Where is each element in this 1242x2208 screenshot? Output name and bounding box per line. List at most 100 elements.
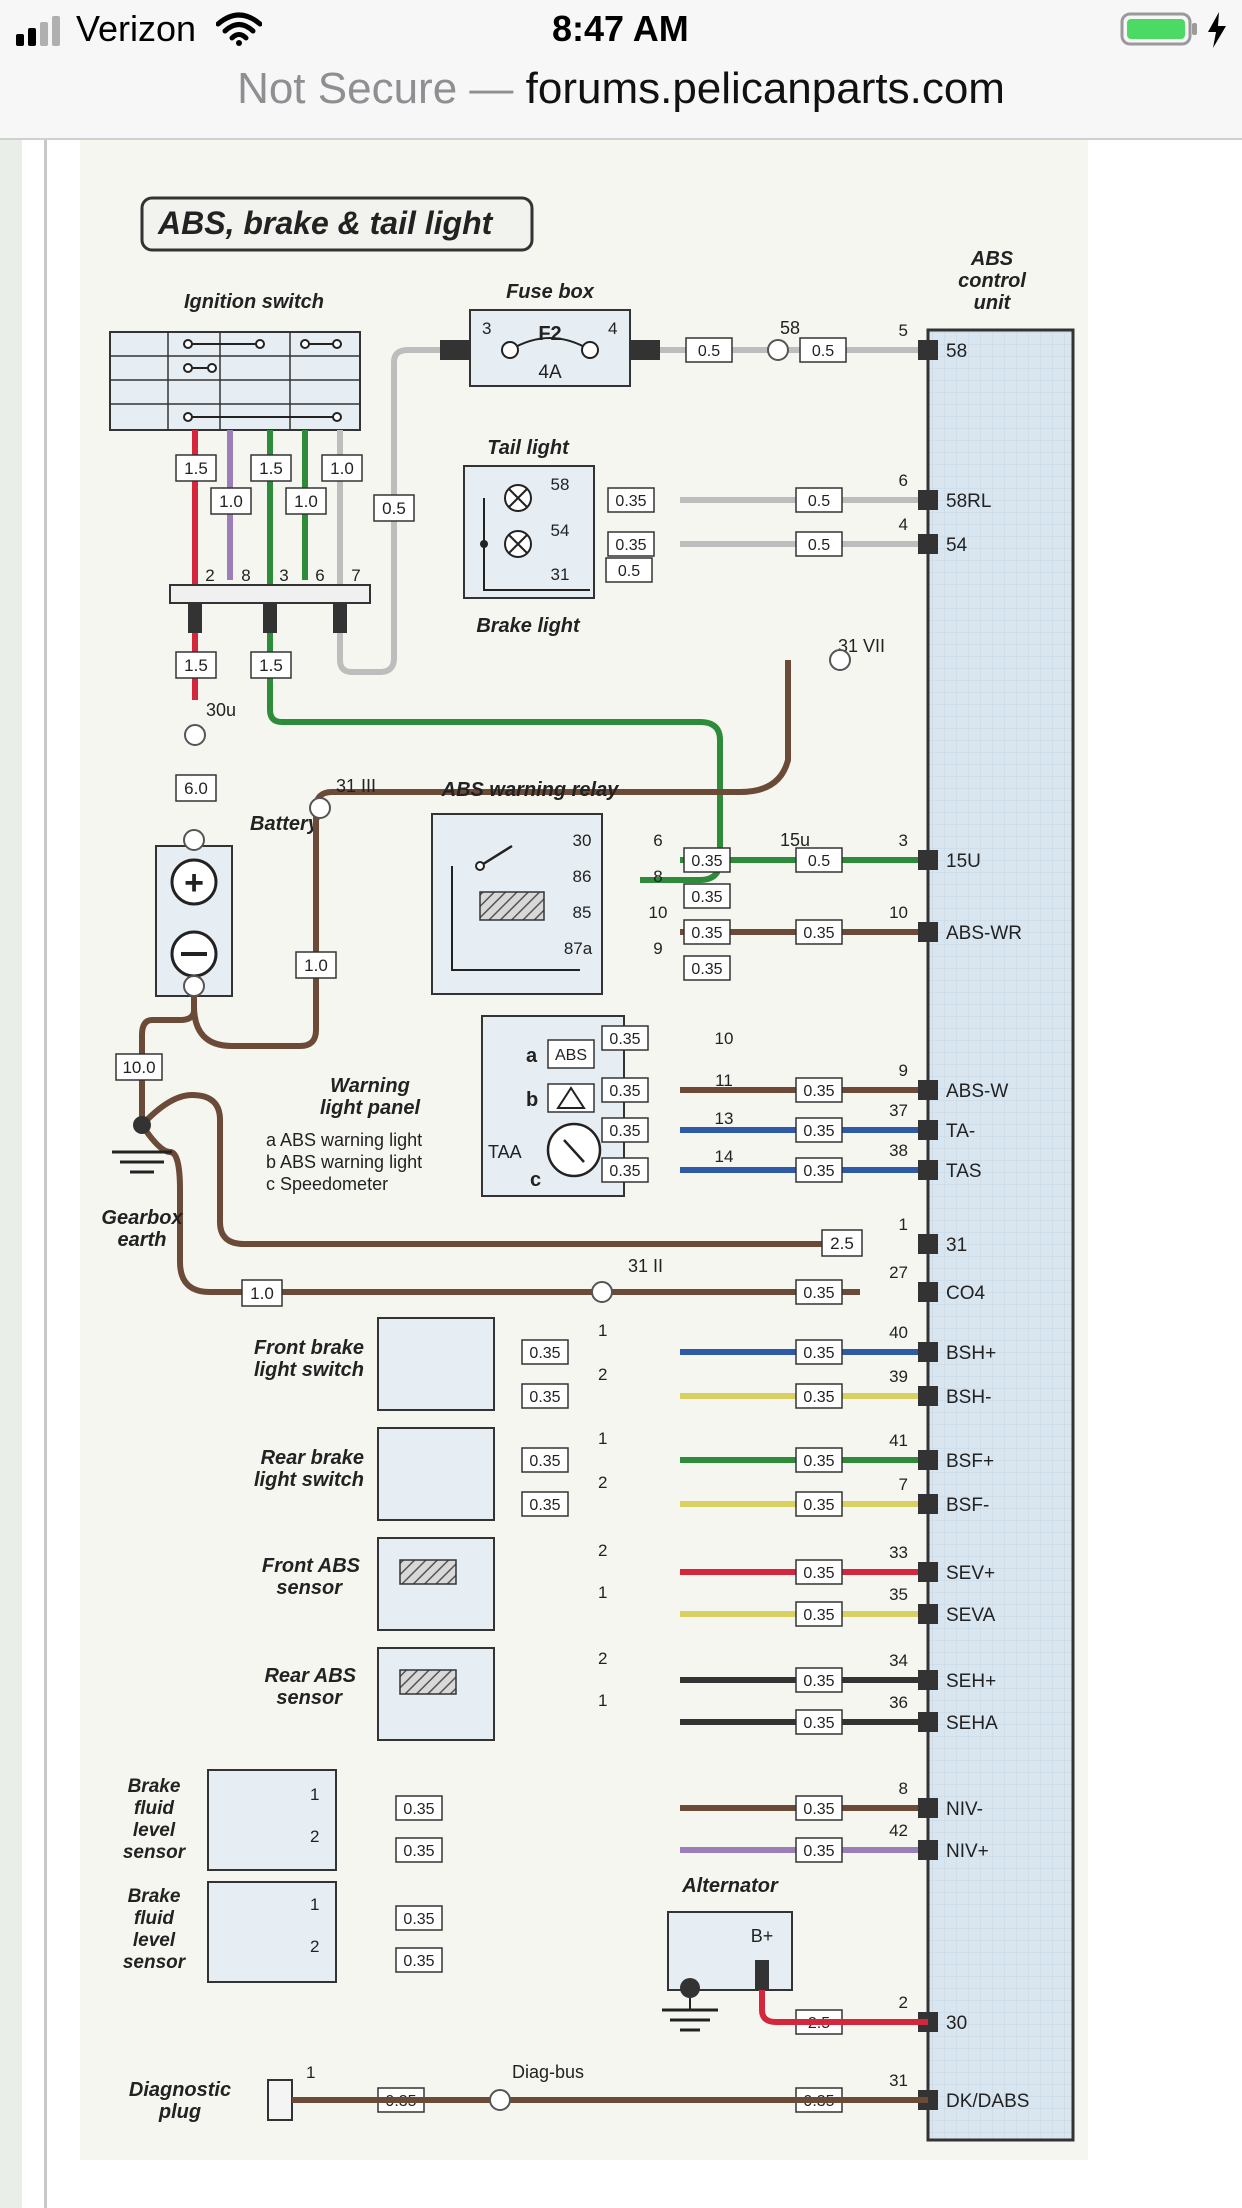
abs-pin-label: ABS-W — [946, 1081, 1008, 1102]
fluid-sensor-1-label-c: level — [133, 1820, 176, 1841]
rear-brake-light-switch — [377, 1427, 495, 1521]
alternator — [667, 1911, 793, 1991]
relay-pin: 30 — [573, 831, 592, 850]
warning-panel-label-1: Warning — [330, 1075, 410, 1097]
cellular-signal-icon — [16, 16, 60, 46]
address-bar[interactable]: Not Secure — forums.pelicanparts.com — [0, 62, 1242, 140]
node-31-vii: 31 VII — [838, 636, 885, 656]
not-secure-label: Not Secure — — [237, 64, 514, 113]
abs-pin-connector — [918, 1160, 938, 1180]
abs-pin-label: 58 — [946, 341, 967, 362]
rear-abs-sensor-label-2: sensor — [276, 1687, 343, 1709]
wire-gauge: 2.5 — [830, 1234, 854, 1253]
abs-pin-label: 30 — [946, 2013, 967, 2034]
node-31-ii: 31 II — [628, 1256, 663, 1276]
wire-gauge: 0.35 — [803, 1345, 834, 1362]
abs-pin-label: TAS — [946, 1161, 982, 1182]
front-abs-sensor-label-1: Front ABS — [262, 1555, 361, 1577]
abs-pin-connector — [918, 1234, 938, 1254]
abs-pin-connector — [918, 922, 938, 942]
abs-pin-label: BSF- — [946, 1495, 989, 1516]
wire-gauge-box — [795, 919, 843, 945]
relay-pin: 87a — [564, 939, 593, 958]
connector-pin: 2 — [598, 1649, 607, 1668]
rear-abs-sensor-label-1: Rear ABS — [264, 1665, 356, 1687]
wire-gauge-box — [683, 919, 731, 945]
wire-gauge: 0.35 — [403, 1953, 434, 1970]
gearbox-earth-label-2: earth — [118, 1229, 167, 1251]
wire-gauge-box — [795, 1157, 843, 1183]
connector-pin: 2 — [598, 1473, 607, 1492]
abs-pin-label: CO4 — [946, 1283, 986, 1304]
abs-pin-label: BSH- — [946, 1387, 991, 1408]
wire-gauge: 0.35 — [803, 1673, 834, 1690]
brake-fluid-level-sensor-2 — [207, 1881, 337, 1983]
wire-gauge: 0.35 — [803, 1123, 834, 1140]
abs-pin-number: 9 — [899, 1061, 908, 1080]
fuse-rating: 4A — [538, 362, 562, 383]
connector-pin: 1 — [598, 1583, 607, 1602]
url-domain[interactable]: forums.pelicanparts.com — [525, 64, 1005, 113]
relay-out-pin: 10 — [649, 903, 668, 922]
abs-control-unit — [926, 328, 1075, 2142]
wire-gauge-box — [607, 487, 655, 513]
abs-pin-label: 58RL — [946, 491, 991, 512]
abs-pin-connector — [918, 340, 938, 360]
fluid-sensor-1-label-d: sensor — [123, 1842, 187, 1863]
wire-gauge-box — [521, 1447, 569, 1473]
abs-pin-number: 27 — [889, 1263, 908, 1282]
wire-gauge-box — [683, 955, 731, 981]
wire-gauge-box — [795, 1709, 843, 1735]
abs-pin-number: 2 — [899, 1993, 908, 2012]
node-15u: 15u — [780, 830, 810, 850]
abs-pin-label: SEHA — [946, 1713, 998, 1734]
wire-gauge: 0.35 — [803, 1453, 834, 1470]
wire-gauge-box — [795, 1279, 843, 1305]
ign-wire-gauge: 1.5 — [184, 459, 208, 478]
abs-pin-label: 15U — [946, 851, 981, 872]
fuse-pin: 4 — [608, 319, 617, 338]
abs-pin-label: BSF+ — [946, 1451, 994, 1472]
wire-gauge: 0.35 — [803, 1163, 834, 1180]
wire-gauge: 0.35 — [403, 1911, 434, 1928]
wire-gauge-box — [683, 847, 731, 873]
page-left-margin — [0, 140, 22, 2208]
abs-pin-label: ABS-WR — [946, 923, 1022, 944]
wire-gauge: 0.35 — [803, 1565, 834, 1582]
panel-c-label: c — [530, 1169, 541, 1191]
ignition-switch — [109, 331, 361, 431]
alternator-label: Alternator — [681, 1875, 779, 1897]
wire-gauge: 6.0 — [184, 779, 208, 798]
wire-gauge-box — [799, 337, 847, 363]
connector-pin: 2 — [598, 1541, 607, 1560]
sensor-element — [399, 1669, 457, 1695]
abs-pin-connector — [918, 1840, 938, 1860]
node-58: 58 — [780, 318, 800, 338]
connector-pin: 1 — [310, 1895, 319, 1914]
fluid-sensor-1-label-a: Brake — [128, 1776, 181, 1797]
charging-bolt-icon — [1208, 12, 1226, 48]
wire-gauge: 0.35 — [609, 1123, 640, 1140]
abs-pin-number: 8 — [899, 1779, 908, 1798]
front-abs-sensor-label-2: sensor — [276, 1577, 343, 1599]
wire-gauge-box — [521, 1339, 569, 1365]
abs-pin-number: 37 — [889, 1101, 908, 1120]
abs-pin-connector — [918, 534, 938, 554]
wire-gauge-box — [395, 1905, 443, 1931]
ign-pin-6: 6 — [315, 566, 324, 585]
wire-gauge-box — [601, 1025, 649, 1051]
wire-gauge: 0.5 — [808, 493, 830, 510]
ign-wire-gauge: 1.0 — [294, 492, 318, 511]
wire-gauge: 0.35 — [803, 1389, 834, 1406]
wire-gauge-box — [521, 1383, 569, 1409]
wire-gauge-box — [795, 1795, 843, 1821]
wire-gauge: 0.35 — [691, 889, 722, 906]
wire-gauge: 10.0 — [122, 1058, 155, 1077]
wire-gauge: 0.35 — [803, 1497, 834, 1514]
wire-gauge: 0.5 — [698, 343, 720, 360]
wire-gauge-box — [605, 557, 653, 583]
abs-pin-label: NIV- — [946, 1799, 983, 1820]
wire-gauge-box — [795, 847, 843, 873]
abs-pin-number: 35 — [889, 1585, 908, 1604]
fluid-sensor-2-label-b: fluid — [134, 1908, 174, 1929]
